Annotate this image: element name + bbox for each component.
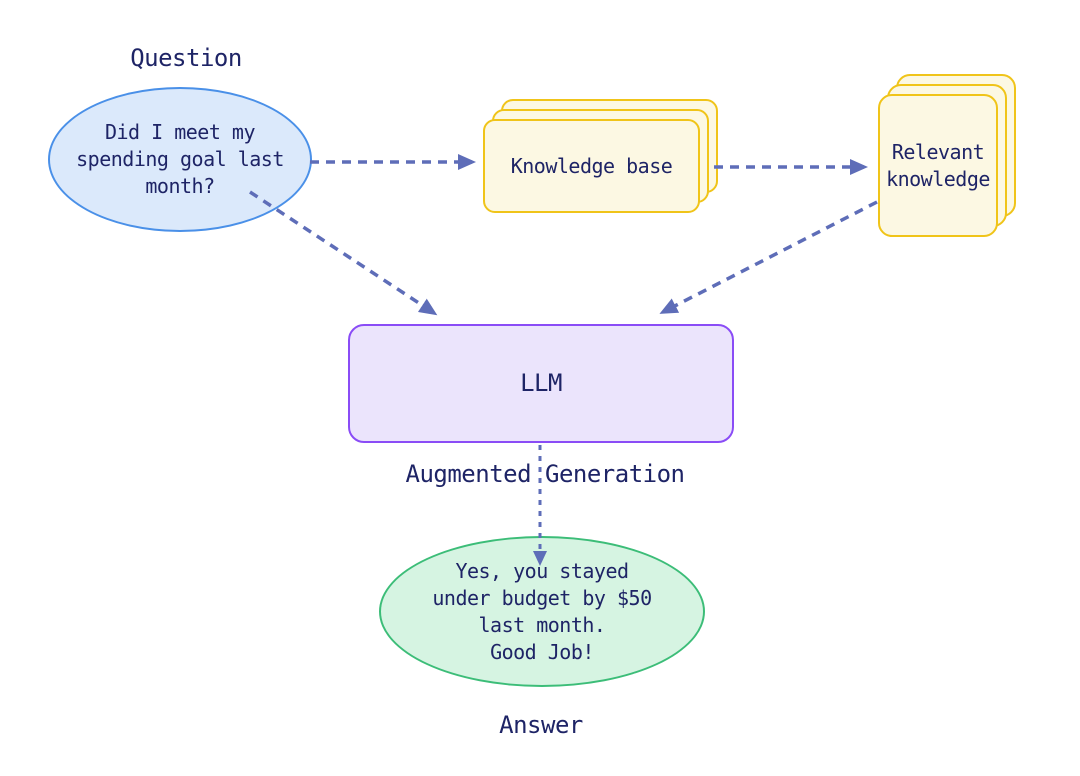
question-bubble-text: Did I meet my spending goal last month? bbox=[76, 120, 284, 198]
answer-bubble: Yes, you stayed under budget by $50 last… bbox=[379, 536, 705, 687]
arrow-question-to-llm bbox=[249, 190, 438, 316]
llm-box: LLM bbox=[348, 324, 734, 443]
llm-text: LLM bbox=[520, 369, 562, 397]
relevant-knowledge-card: Relevant knowledge bbox=[878, 94, 998, 237]
knowledge-base-card: Knowledge base bbox=[483, 119, 700, 213]
answer-label: Answer bbox=[499, 711, 583, 739]
knowledge-base-text: Knowledge base bbox=[510, 153, 673, 178]
arrow-relevant-knowledge-to-llm bbox=[659, 200, 878, 314]
answer-bubble-text: Yes, you stayed under budget by $50 last… bbox=[432, 558, 652, 664]
augmented-generation-label: Augmented Generation bbox=[405, 460, 685, 488]
question-bubble: Did I meet my spending goal last month? bbox=[48, 87, 312, 232]
question-label: Question bbox=[130, 44, 242, 72]
relevant-knowledge-text: Relevant knowledge bbox=[886, 139, 990, 191]
